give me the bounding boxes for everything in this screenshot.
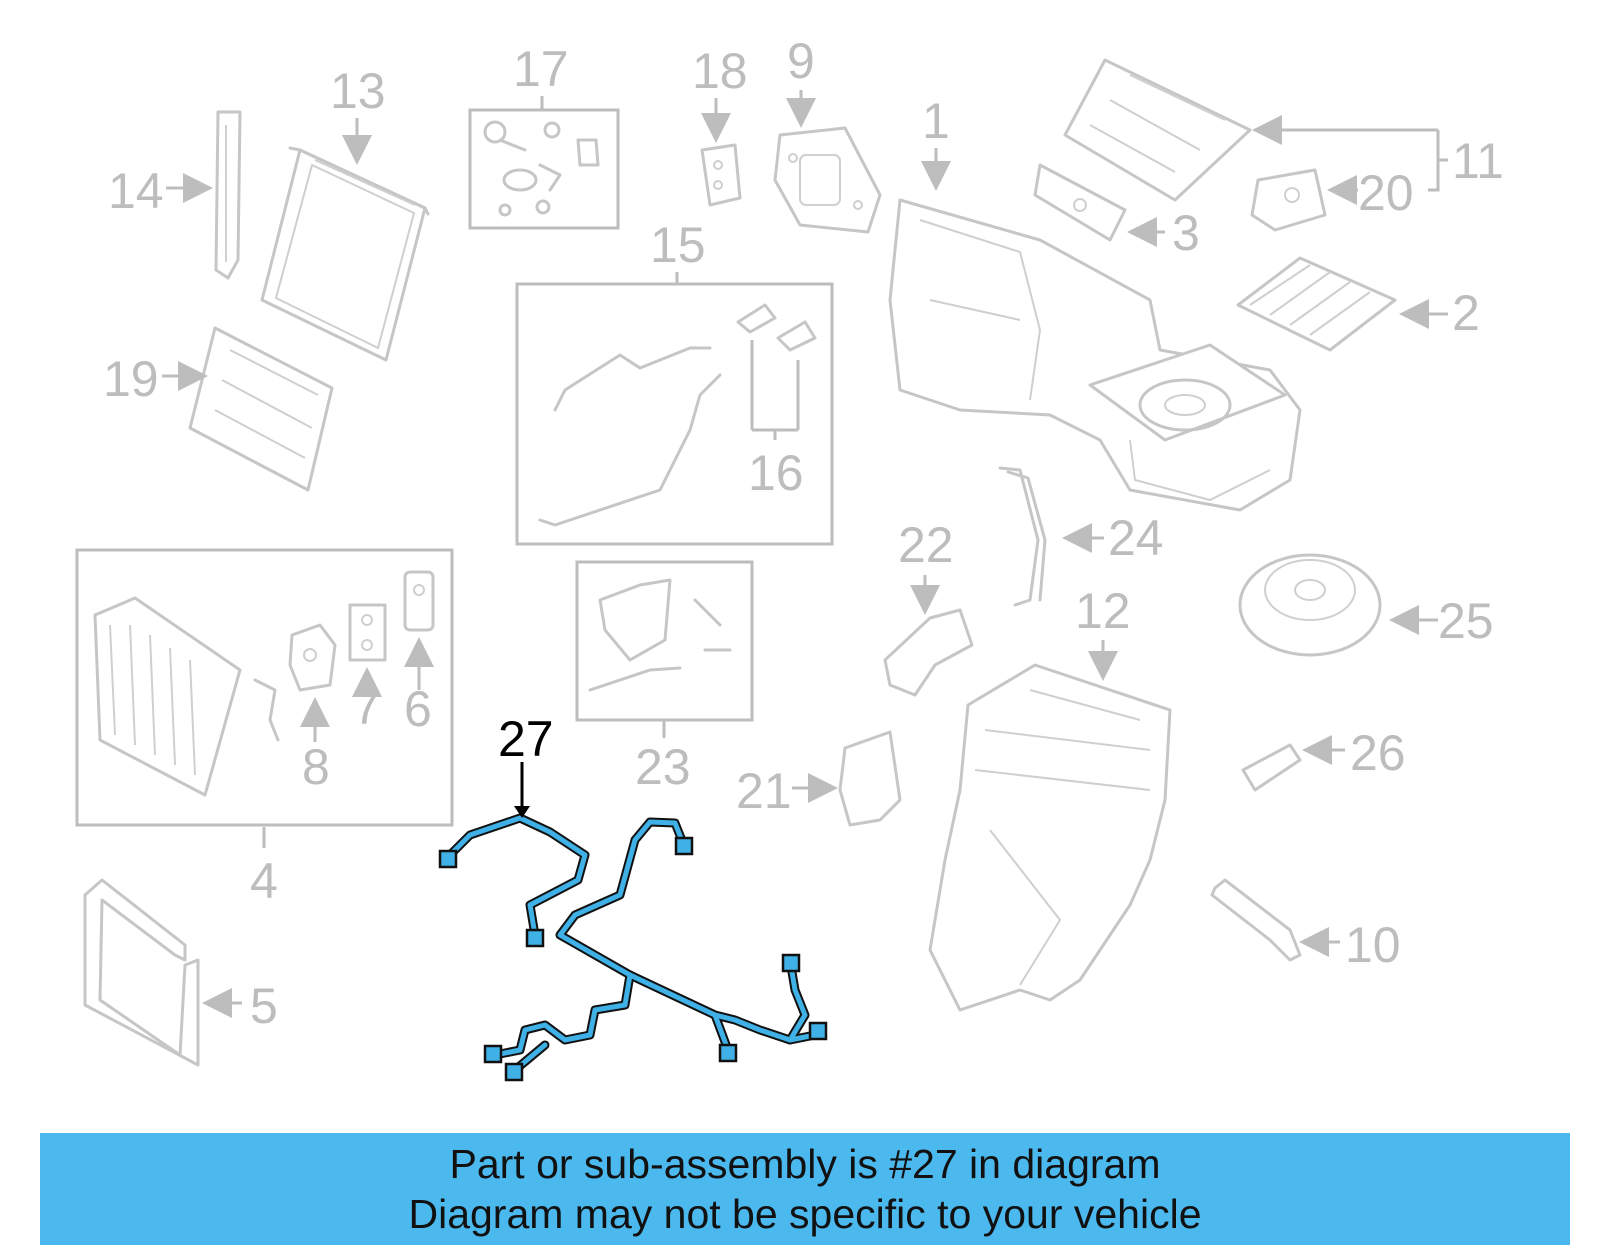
part-8-valve[interactable] — [288, 623, 337, 692]
callout-labels: 13 17 18 9 1 11 14 20 3 15 2 19 16 24 22… — [103, 33, 1504, 1034]
part-7-plate[interactable] — [348, 603, 387, 662]
part-14-bracket[interactable] — [214, 110, 242, 280]
part-27-wiring-harness[interactable] — [438, 813, 828, 1082]
part-3-flap[interactable] — [1033, 163, 1127, 242]
banner-line-disclaimer: Diagram may not be specific to your vehi… — [408, 1191, 1202, 1237]
part-12-lower-housing[interactable] — [928, 663, 1172, 1012]
callout-22: 22 — [898, 517, 954, 573]
leader-lines — [162, 90, 1448, 1018]
part-23-linkage-box[interactable] — [575, 560, 754, 722]
part-26-grommet[interactable] — [1241, 743, 1302, 792]
callout-20: 20 — [1358, 165, 1414, 221]
callout-8: 8 — [302, 739, 330, 795]
callout-26: 26 — [1350, 725, 1406, 781]
callout-9: 9 — [787, 33, 815, 89]
callout-5: 5 — [250, 978, 278, 1034]
callout-24: 24 — [1108, 510, 1164, 566]
callout-2: 2 — [1452, 285, 1480, 341]
part-11-distribution-housing[interactable] — [1063, 58, 1252, 202]
part-13-heater-core[interactable] — [260, 146, 430, 362]
callout-15: 15 — [650, 217, 706, 273]
part-5-seal[interactable] — [83, 878, 200, 1067]
part-24-drain-hose[interactable] — [998, 466, 1047, 607]
callout-14: 14 — [108, 163, 164, 219]
part-4-evaporator-box[interactable] — [75, 548, 454, 827]
callout-19: 19 — [103, 351, 159, 407]
callout-18: 18 — [692, 43, 748, 99]
part-15-hoses-box[interactable] — [515, 282, 834, 546]
part-9-gasket[interactable] — [773, 126, 882, 234]
callout-16: 16 — [748, 445, 804, 501]
part-16-clips[interactable] — [750, 340, 800, 432]
callout-23: 23 — [635, 739, 691, 795]
callout-12: 12 — [1075, 583, 1131, 639]
callout-25: 25 — [1438, 593, 1494, 649]
part-2-cabin-filter[interactable] — [1236, 256, 1397, 352]
callout-17: 17 — [513, 41, 569, 97]
callout-10: 10 — [1345, 917, 1401, 973]
part-25-blower-motor[interactable] — [1238, 553, 1382, 657]
callout-4: 4 — [250, 853, 278, 909]
part-19-aux-heater[interactable] — [188, 326, 334, 492]
callout-6: 6 — [404, 681, 432, 737]
callout-13: 13 — [330, 63, 386, 119]
part-21-cover[interactable] — [838, 730, 902, 827]
part-18-sensor[interactable] — [700, 143, 742, 207]
part-22-sensor[interactable] — [883, 608, 974, 697]
callout-3: 3 — [1172, 205, 1200, 261]
part-1-hvac-housing[interactable] — [888, 198, 1302, 512]
part-10-temp-sensor[interactable] — [1210, 878, 1302, 962]
callout-7: 7 — [353, 679, 381, 735]
part-20-actuator[interactable] — [1250, 168, 1327, 232]
part-17-fittings-box[interactable] — [468, 108, 620, 230]
callout-1: 1 — [922, 93, 950, 149]
part-6-expansion-valve[interactable] — [403, 570, 435, 632]
info-banner: Part or sub-assembly is #27 in diagram D… — [40, 1133, 1570, 1245]
callout-11: 11 — [1452, 133, 1504, 189]
callout-27: 27 — [498, 711, 554, 767]
banner-line-part: Part or sub-assembly is #27 in diagram — [449, 1141, 1161, 1187]
callout-21: 21 — [736, 763, 792, 819]
